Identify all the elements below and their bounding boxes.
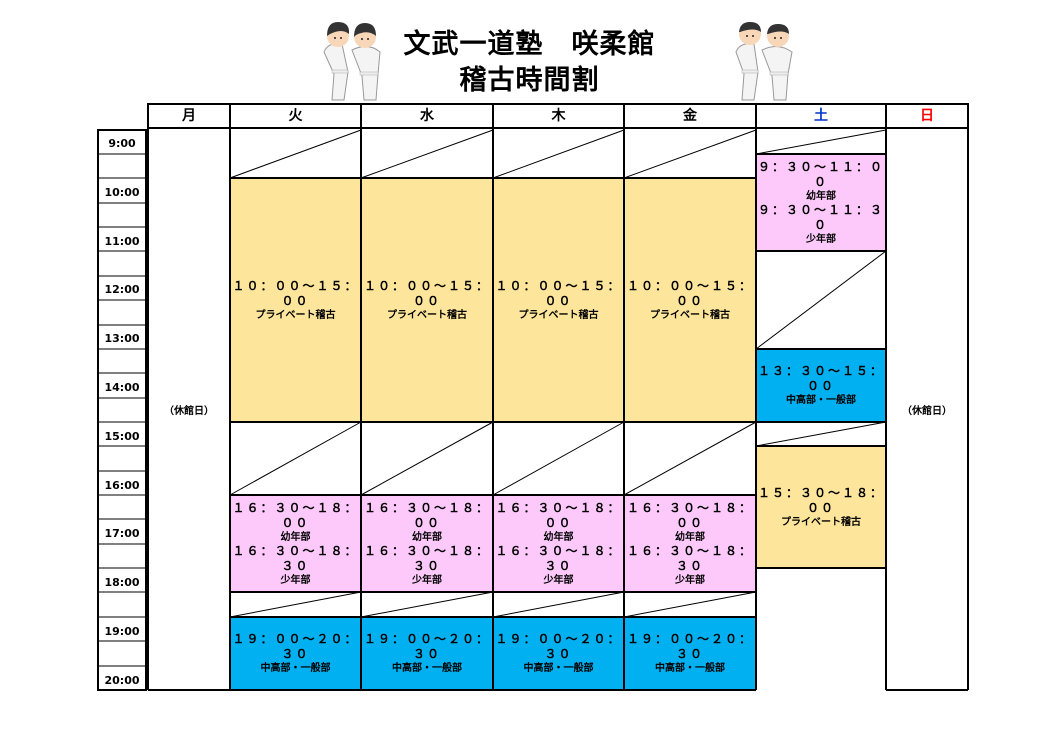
judo-kids-girls-illustration — [323, 22, 381, 101]
time-label: 14:00 — [104, 381, 140, 394]
day-header-thu: 木 — [551, 108, 566, 124]
day-header-tue: 火 — [288, 108, 303, 124]
closed-label-mon: （休館日） — [164, 406, 214, 417]
time-label: 12:00 — [104, 283, 140, 296]
day-header-sun: 日 — [920, 108, 934, 124]
time-label: 19:00 — [104, 625, 140, 638]
judo-kids-boys-illustration — [735, 22, 793, 101]
closed-label-sun: （休館日） — [902, 406, 952, 417]
time-label: 11:00 — [104, 235, 140, 248]
day-header-fri: 金 — [683, 108, 697, 124]
day-header-mon: 月 — [182, 108, 196, 124]
time-label: 18:00 — [104, 576, 140, 589]
time-label: 16:00 — [104, 479, 140, 492]
time-label: 17:00 — [104, 527, 140, 540]
time-label: 13:00 — [104, 332, 140, 345]
day-header-wed: 水 — [420, 108, 434, 124]
page-subtitle: 稽古時間割 — [459, 65, 600, 96]
time-label: 10:00 — [104, 186, 140, 199]
time-label: 20:00 — [104, 674, 140, 687]
page-title: 文武一道塾 咲柔館 — [403, 29, 656, 60]
time-label: 15:00 — [104, 430, 140, 443]
time-label: 9:00 — [108, 137, 136, 150]
day-header-sat: 土 — [814, 108, 828, 124]
